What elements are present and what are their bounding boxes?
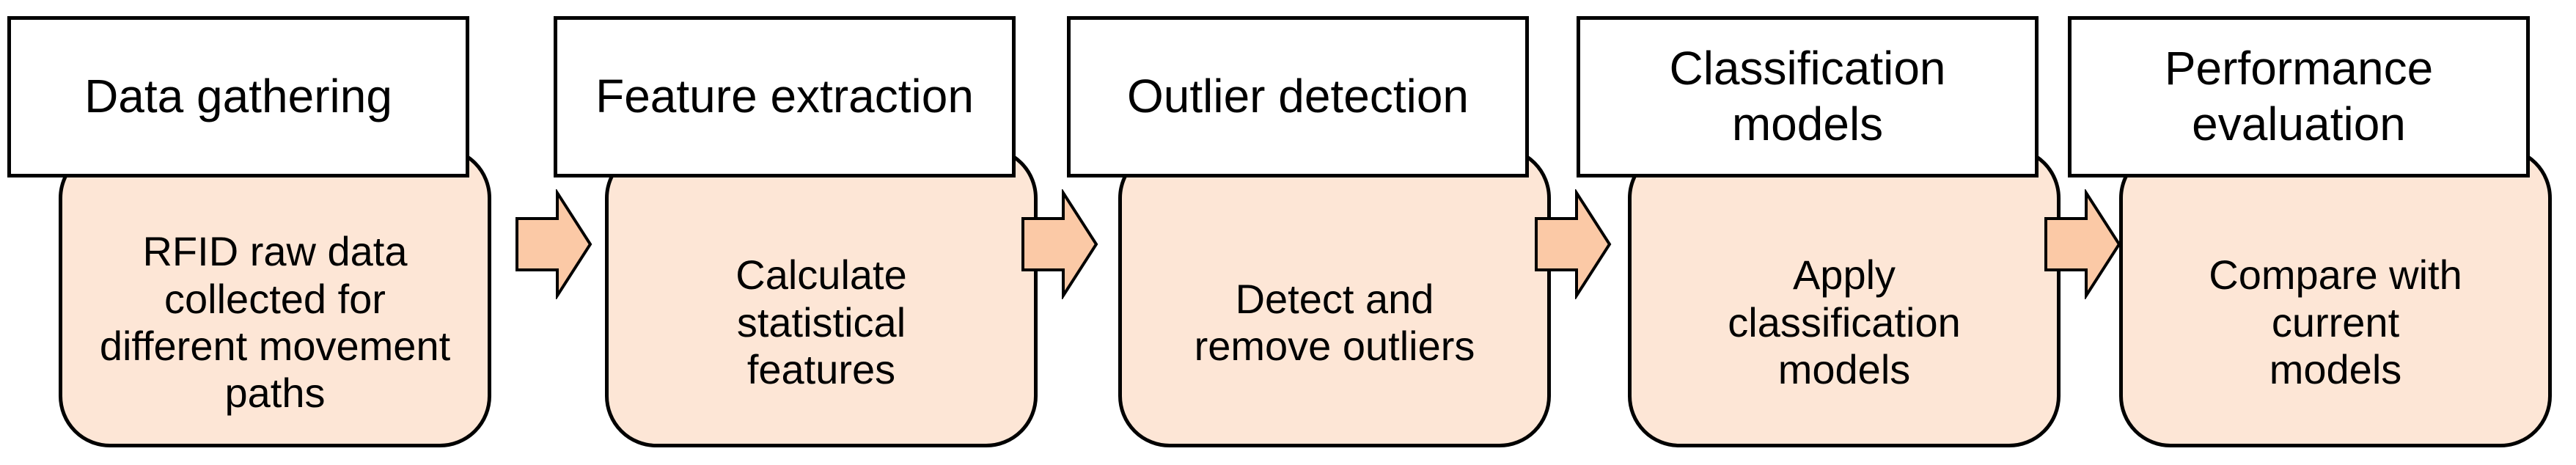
- stage-data-gathering: RFID raw data collected for different mo…: [0, 0, 513, 465]
- stage-feature-extraction: Calculate statistical features Feature e…: [546, 0, 1060, 465]
- stage-body: Apply classification models: [1628, 147, 2061, 447]
- stage-description: Compare with current models: [2209, 252, 2462, 393]
- stage-title: Data gathering: [7, 16, 469, 177]
- arrow-right-icon: [515, 189, 592, 299]
- stage-description: Detect and remove outliers: [1194, 275, 1475, 369]
- stage-classification-models: Apply classification models Classificati…: [1569, 0, 2083, 465]
- stage-title: Outlier detection: [1067, 16, 1529, 177]
- stage-title: Feature extraction: [554, 16, 1016, 177]
- arrow-right-icon: [1021, 189, 1098, 299]
- stage-title: Performance evaluation: [2068, 16, 2530, 177]
- arrow-right-icon: [2044, 189, 2121, 299]
- stage-outlier-detection: Detect and remove outliers Outlier detec…: [1060, 0, 1573, 465]
- arrow-right-icon: [1535, 189, 1612, 299]
- stage-body: RFID raw data collected for different mo…: [59, 147, 491, 447]
- stage-description: Calculate statistical features: [735, 252, 907, 393]
- stage-performance-evaluation: Compare with current models Performance …: [2061, 0, 2574, 465]
- stage-description: Apply classification models: [1728, 252, 1961, 393]
- stage-title: Classification models: [1577, 16, 2039, 177]
- stage-body: Detect and remove outliers: [1118, 147, 1551, 447]
- stage-body: Calculate statistical features: [605, 147, 1038, 447]
- stage-description: RFID raw data collected for different mo…: [99, 228, 451, 417]
- stage-body: Compare with current models: [2119, 147, 2552, 447]
